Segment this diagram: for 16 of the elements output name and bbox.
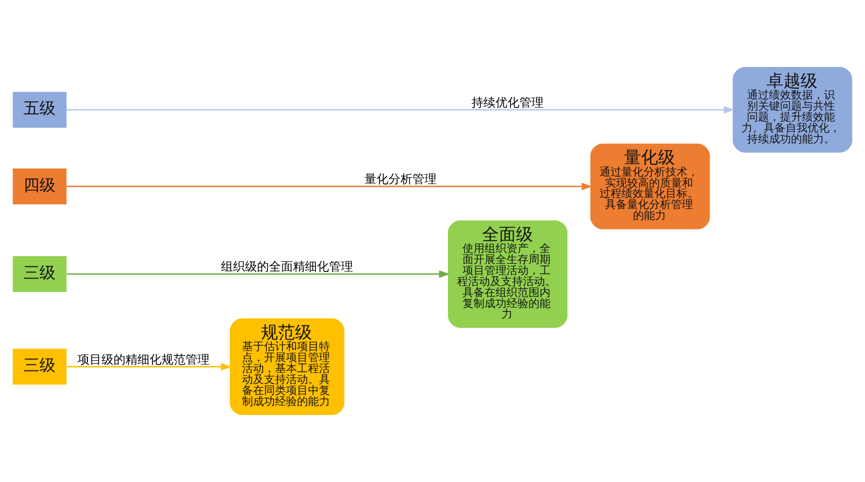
arrow xyxy=(66,270,450,278)
edge-label: 持续优化管理 xyxy=(472,95,544,110)
node-box: 五级 xyxy=(12,92,67,128)
edge-label: 组织级的全面精细化管理 xyxy=(221,260,354,274)
node-box: 三级 xyxy=(12,256,67,292)
node-box: 规范级 基于估计和项目特点，开展项目管理活动，基本工程活动及支持活动。具备在同类项目中复制成功经验的能力 xyxy=(230,318,344,416)
node-box: 量化级 通过量化分析技术，实现较高的质量和过程绩效量化目标。具备量化分析管理的能力 xyxy=(590,144,710,230)
edge-label: 项目级的精细化规范管理 xyxy=(78,352,210,366)
edge-label: 量化分析管理 xyxy=(364,172,437,186)
arrow xyxy=(66,362,232,370)
node-box: 全面级 使用组织资产，全面开展全生存周期项目管理活动，工程活动及支持活动。具备在组织范围内复制成功经验的能力 xyxy=(448,220,568,328)
arrow xyxy=(66,182,592,190)
node-box: 卓越级 通过绩效数据，识别关键问题与共性问题，提升绩效能力。具备自我优化，持续成功的能力。 xyxy=(732,66,852,153)
node-box: 四级 xyxy=(12,168,67,204)
node-box: 三级 xyxy=(12,348,67,385)
arrow xyxy=(66,106,734,114)
